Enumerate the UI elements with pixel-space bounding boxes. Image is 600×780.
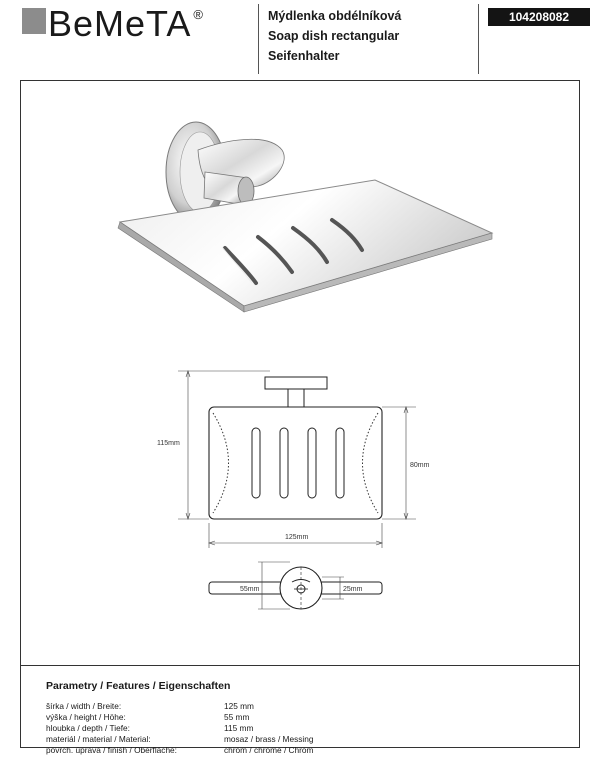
spec-label: povrch. úprava / finish / Oberfläche: bbox=[46, 745, 177, 755]
header-divider-left bbox=[258, 4, 259, 74]
brand-logo: BeMeTA ® bbox=[22, 6, 203, 46]
spec-row-finish: povrch. úprava / finish / Oberfläche: ch… bbox=[46, 745, 426, 756]
dim-top-depth: 55mm bbox=[240, 586, 260, 593]
spec-label: šírka / width / Breite: bbox=[46, 701, 122, 711]
dim-dish-width: 125mm bbox=[285, 534, 309, 541]
spec-value: mosaz / brass / Messing bbox=[224, 734, 314, 744]
features-divider bbox=[20, 665, 580, 666]
spec-value: 125 mm bbox=[224, 701, 254, 711]
spec-value: chrom / chrome / Chrom bbox=[224, 745, 314, 755]
header-divider-right bbox=[478, 4, 479, 74]
brand-name: BeMeTA bbox=[48, 3, 192, 44]
product-title-de: Seifenhalter bbox=[268, 49, 340, 63]
spec-label: výška / height / Höhe: bbox=[46, 712, 126, 722]
dim-rosette: 25mm bbox=[343, 586, 363, 593]
features-title: Parametry / Features / Eigenschaften bbox=[46, 680, 231, 692]
product-code: 104208082 bbox=[488, 8, 590, 26]
spec-value: 55 mm bbox=[224, 712, 250, 722]
product-title-en: Soap dish rectangular bbox=[268, 29, 400, 43]
registered-mark: ® bbox=[193, 7, 203, 22]
product-title-block: Mýdlenka obdélníková Soap dish rectangul… bbox=[268, 6, 468, 66]
drawing-frame bbox=[20, 80, 580, 748]
spec-row-material: materiál / material / Material: mosaz / … bbox=[46, 734, 426, 745]
spec-label: materiál / material / Material: bbox=[46, 734, 151, 744]
spec-label: hloubka / depth / Tiefe: bbox=[46, 723, 130, 733]
spec-row-width: šírka / width / Breite: 125 mm bbox=[46, 701, 426, 712]
product-title-cz: Mýdlenka obdélníková bbox=[268, 9, 402, 23]
dim-dish-height: 80mm bbox=[410, 462, 430, 469]
spec-value: 115 mm bbox=[224, 723, 254, 733]
spec-row-depth: hloubka / depth / Tiefe: 115 mm bbox=[46, 723, 426, 734]
dim-front-height: 115mm bbox=[157, 440, 180, 447]
logo-mark-icon bbox=[22, 8, 46, 34]
spec-row-height: výška / height / Höhe: 55 mm bbox=[46, 712, 426, 723]
